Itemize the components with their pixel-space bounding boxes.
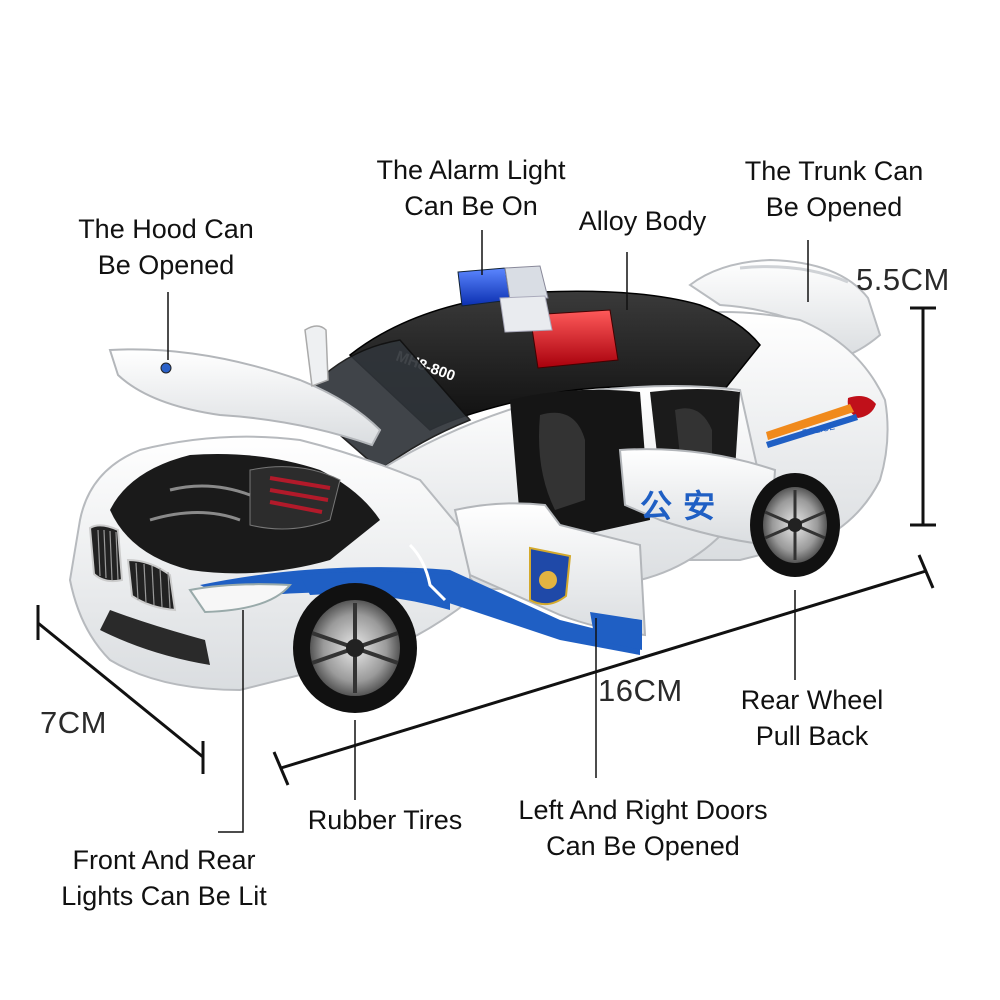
hood-open xyxy=(108,348,382,447)
label-hood: The Hood Can Be Opened xyxy=(78,214,254,280)
trunk-lid xyxy=(688,258,882,360)
dimension-lines xyxy=(36,306,936,786)
label-alloy-body: Alloy Body xyxy=(578,206,707,236)
rear-door-open: 公 安 xyxy=(618,448,777,547)
label-trunk: The Trunk Can Be Opened xyxy=(744,156,924,222)
front-door-open xyxy=(453,502,647,650)
light-bar xyxy=(457,265,619,369)
dimension-height: 5.5CM xyxy=(856,262,950,297)
front-wheel xyxy=(293,583,417,713)
label-alarm-light: The Alarm Light Can Be On xyxy=(376,155,566,221)
label-rubber-tires: Rubber Tires xyxy=(307,805,463,835)
label-doors: Left And Right Doors Can Be Opened xyxy=(518,795,768,861)
dimension-width: 7CM xyxy=(40,705,107,740)
leader-lines xyxy=(167,230,809,833)
rear-wheel xyxy=(750,473,840,577)
door-characters: 公 安 xyxy=(640,487,715,525)
label-lights: Front And Rear Lights Can Be Lit xyxy=(61,845,267,911)
dimension-length: 16CM xyxy=(598,673,683,708)
label-rear-wheel: Rear Wheel Pull Back xyxy=(740,685,884,751)
